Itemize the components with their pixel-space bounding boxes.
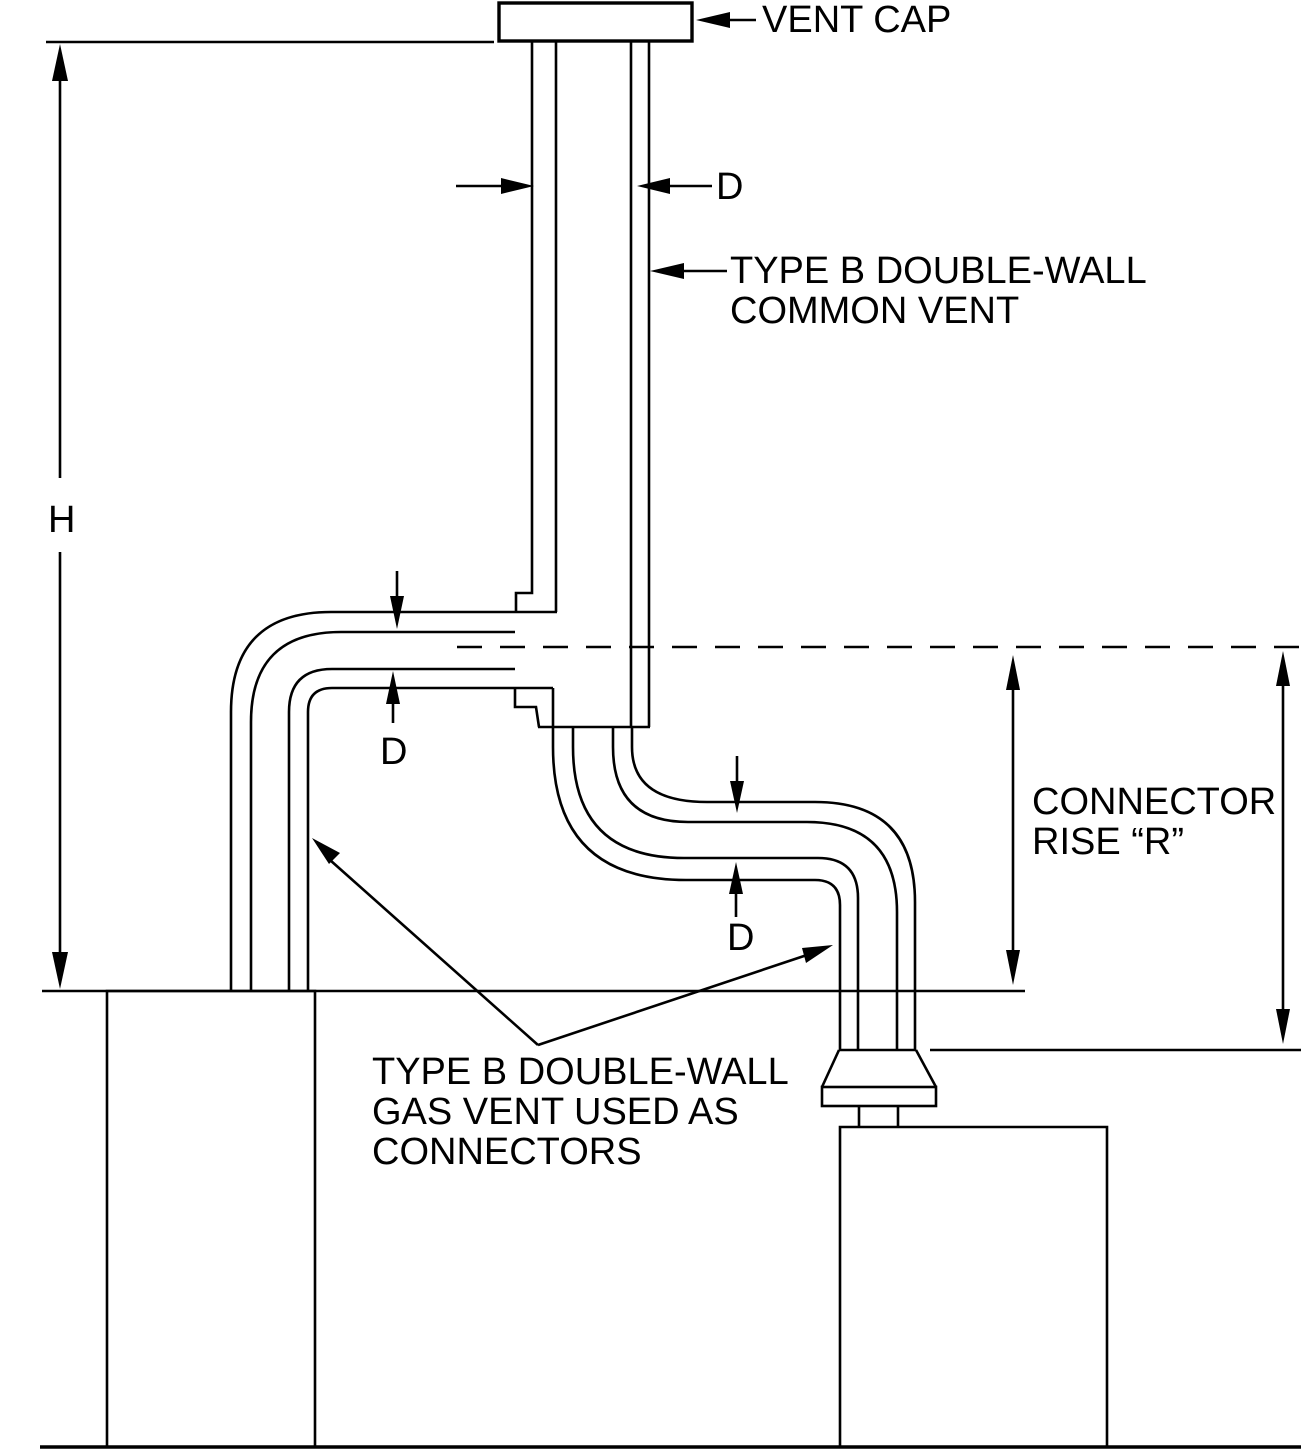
common-vent-leader xyxy=(650,263,727,279)
height-dim-label: H xyxy=(48,499,76,541)
dimension-connector-rise-outer xyxy=(1276,651,1290,1044)
right-connector-wall-1 xyxy=(551,727,842,1050)
rise-outer-arrow-down xyxy=(1276,1009,1290,1044)
tee-bell-step xyxy=(513,688,541,728)
rise-inner-arrow-up xyxy=(1006,655,1020,690)
common-vent-pipe xyxy=(514,41,651,727)
connectors-arrowhead-right xyxy=(802,945,833,963)
common-vent-label-line1: TYPE B DOUBLE-WALL xyxy=(730,250,1147,292)
connector-rise-label-line2: RISE “R” xyxy=(1032,821,1184,863)
connectors-arrowhead-left xyxy=(312,838,340,864)
dimension-D-left xyxy=(386,571,404,723)
dimension-D-top xyxy=(456,178,712,194)
common-vent-label-line2: COMMON VENT xyxy=(730,290,1020,332)
h-arrow-up xyxy=(52,44,68,81)
connectors-label-line1: TYPE B DOUBLE-WALL xyxy=(372,1051,789,1093)
connectors-leader xyxy=(312,838,833,1047)
vent-cap-arrowhead xyxy=(696,12,730,28)
connector-rise-label-line1: CONNECTOR xyxy=(1032,781,1277,823)
left-connector-outer-bottom xyxy=(306,686,553,991)
diameter-label-left: D xyxy=(380,731,408,773)
dimension-H xyxy=(52,44,68,989)
d-top-arrow-right xyxy=(501,178,534,194)
vent-cap-label: VENT CAP xyxy=(762,0,952,41)
d-left-arrow-down xyxy=(390,596,404,629)
draft-hood-skirt xyxy=(820,1085,938,1108)
common-vent-arrowhead xyxy=(650,263,684,279)
connectors-label-line2: GAS VENT USED AS xyxy=(372,1091,739,1133)
draft-hood-cone-left xyxy=(820,1049,841,1088)
right-connector-wall-2 xyxy=(571,727,860,1050)
d-left-arrow-up xyxy=(386,671,400,704)
draft-hood-cone-right xyxy=(914,1049,938,1088)
vent-cap-leader xyxy=(696,12,756,28)
diameter-label-right: D xyxy=(727,917,755,959)
right-connector-wall-4 xyxy=(630,727,917,1050)
draft-hood xyxy=(820,1048,938,1127)
connectors-leader-right xyxy=(537,953,808,1047)
rise-inner-arrow-down xyxy=(1006,950,1020,985)
d-right-arrow-down xyxy=(730,781,744,813)
right-connector-wall-3 xyxy=(611,727,899,1050)
dimension-connector-rise-inner xyxy=(1006,655,1020,985)
left-connector-inner-bottom xyxy=(287,667,515,991)
vent-cap-shape xyxy=(497,1,694,43)
left-appliance xyxy=(105,989,317,1447)
left-connector-outer-top xyxy=(229,610,557,991)
vent-wall-outer-left xyxy=(514,41,534,612)
h-arrow-down xyxy=(52,952,68,989)
right-connector-pipe xyxy=(551,727,917,1050)
d-top-arrow-left xyxy=(637,178,670,194)
rise-outer-arrow-up xyxy=(1276,651,1290,686)
diameter-label-top: D xyxy=(716,166,744,208)
connectors-label-line3: CONNECTORS xyxy=(372,1131,642,1173)
right-appliance xyxy=(838,1125,1109,1447)
connectors-leader-left xyxy=(329,859,539,1046)
d-right-arrow-up xyxy=(729,862,743,894)
left-connector-pipe xyxy=(229,610,557,991)
dimension-D-right xyxy=(729,756,744,917)
left-connector-inner-top xyxy=(249,630,515,991)
